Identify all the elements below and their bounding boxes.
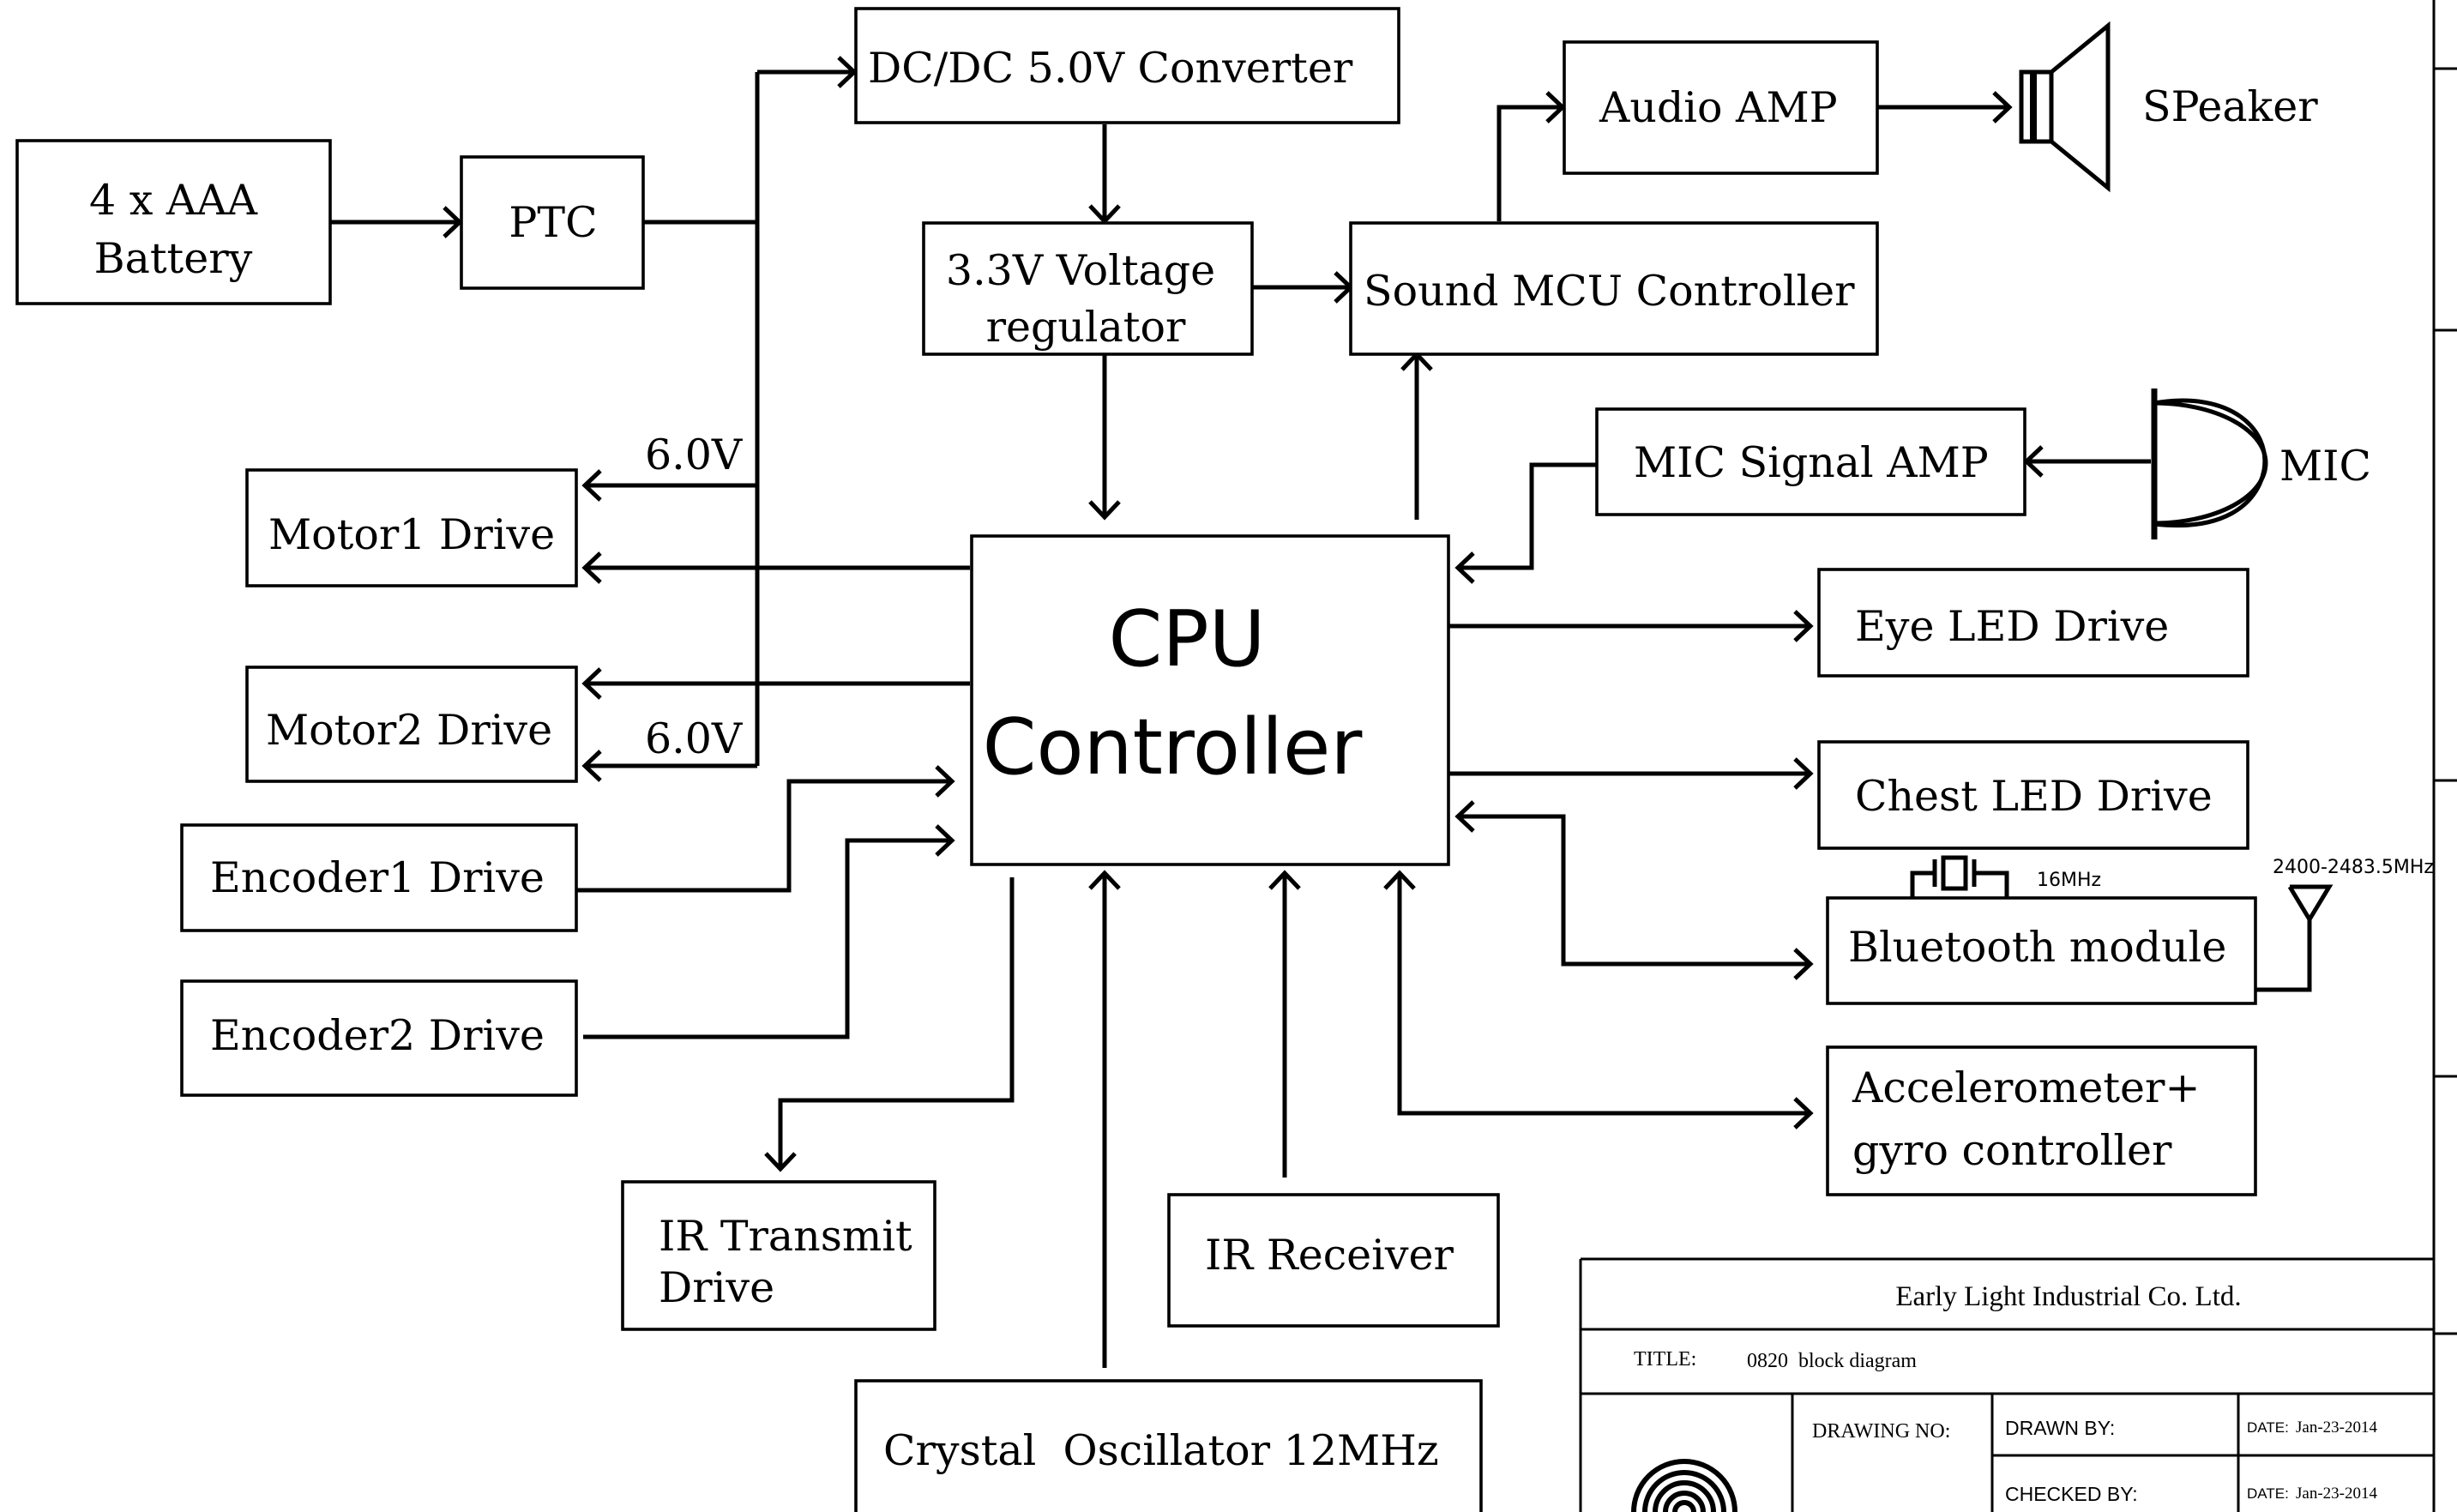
arrow-head-motor1-bus — [581, 469, 602, 502]
title-label: TITLE: — [1634, 1348, 1696, 1370]
arrow-head-cpu-mic — [1454, 551, 1475, 584]
arrow-head-chestled — [1793, 757, 1814, 790]
wire-encoder2-cpu — [583, 838, 952, 1039]
ptc-label: PTC — [509, 198, 597, 247]
arrow-head-bluetooth — [1793, 948, 1814, 980]
battery-label-line1: 4 x AAA — [89, 176, 258, 225]
regulator-label-line2: regulator — [986, 303, 1186, 352]
motor1-voltage-label: 6.0V — [645, 431, 744, 479]
motor2-label: Motor2 Drive — [266, 706, 552, 755]
block-chest-led-drive: Chest LED Drive — [1817, 740, 2249, 850]
arrow-head-regulator — [1088, 204, 1121, 225]
date-label-2: DATE: — [2247, 1485, 2289, 1502]
block-ptc: PTC — [460, 155, 645, 290]
encoder1-label: Encoder1 Drive — [210, 853, 545, 902]
microphone-icon — [2151, 389, 2268, 539]
wire-sound-audioamp — [1496, 105, 1563, 221]
arrow-head-speaker — [1992, 91, 2013, 123]
arrow-head-cpu-accel — [1383, 870, 1416, 890]
speaker-label: SPeaker — [2142, 82, 2318, 131]
arrow-head-cpu-bt — [1454, 800, 1475, 833]
company-logo — [1631, 1459, 1737, 1512]
arrow-head-cpu-enc2 — [935, 824, 955, 857]
checked-by-label: CHECKED BY: — [2005, 1483, 2138, 1505]
arrow-head-cpu-irrx — [1268, 870, 1301, 890]
arrow-head-audioamp — [1545, 91, 1566, 123]
motor1-label: Motor1 Drive — [268, 510, 555, 559]
arrow-head-cpu-crystal — [1088, 870, 1121, 890]
date-value-1: Jan-23-2014 — [2296, 1419, 2377, 1437]
wire-micamp-cpu — [1458, 462, 1597, 570]
block-cpu-controller: CPU Controller — [970, 534, 1450, 866]
wire-cpu-irtx — [778, 877, 1015, 1169]
regulator-label-line1: 3.3V Voltage — [946, 246, 1215, 295]
block-battery: 4 x AAA Battery — [15, 139, 332, 305]
block-accelerometer-gyro: Accelerometer+ gyro controller — [1826, 1045, 2257, 1196]
speaker-icon — [2019, 21, 2111, 193]
block-bluetooth-module: Bluetooth module — [1826, 896, 2257, 1005]
block-ir-transmit-drive: IR Transmit Drive — [621, 1180, 936, 1331]
block-motor2-drive: Motor2 Drive — [245, 666, 578, 783]
block-dcdc-converter: DC/DC 5.0V Converter — [854, 7, 1400, 124]
cpu-label-line2: Controller — [983, 702, 1363, 792]
cpu-label-line1: CPU — [1109, 594, 1266, 684]
crystal-label: Crystal Oscillator 12MHz — [883, 1426, 1439, 1475]
bluetooth-crystal-freq: 16MHz — [2037, 870, 2101, 891]
block-eye-led-drive: Eye LED Drive — [1817, 568, 2249, 678]
antenna-icon — [2287, 884, 2334, 924]
mic-label: MIC — [2279, 442, 2371, 491]
date-label-1: DATE: — [2247, 1419, 2289, 1436]
title-block: Early Light Industrial Co. Ltd. TITLE: 0… — [1579, 1257, 2434, 1512]
block-sound-mcu: Sound MCU Controller — [1349, 221, 1879, 356]
wires — [330, 69, 2312, 1368]
drawn-by-label: DRAWN BY: — [2005, 1417, 2115, 1439]
arrow-head-cpu-top — [1088, 500, 1121, 521]
ir-rx-label: IR Receiver — [1205, 1231, 1454, 1280]
arrow-head-ptc — [443, 206, 463, 238]
ir-tx-label-line2: Drive — [659, 1263, 774, 1312]
dcdc-label: DC/DC 5.0V Converter — [868, 44, 1353, 93]
bluetooth-label: Bluetooth module — [1848, 923, 2226, 972]
block-audio-amp: Audio AMP — [1563, 40, 1879, 175]
date-value-2: Jan-23-2014 — [2296, 1485, 2377, 1503]
block-motor1-drive: Motor1 Drive — [245, 468, 578, 587]
mic-amp-label: MIC Signal AMP — [1634, 438, 1989, 487]
arrow-head-cpu-enc1 — [935, 765, 955, 798]
accel-label-line1: Accelerometer+ — [1852, 1063, 2201, 1112]
arrow-head-dcdc — [837, 56, 858, 88]
chest-led-label: Chest LED Drive — [1855, 772, 2213, 821]
wire-bluetooth-antenna — [2255, 919, 2312, 992]
arrow-head-irtx — [764, 1152, 797, 1172]
battery-label-line2: Battery — [94, 234, 253, 283]
arrow-head-eyeled — [1793, 610, 1814, 642]
eye-led-label: Eye LED Drive — [1855, 602, 2169, 651]
arrow-head-motor1 — [581, 551, 602, 584]
antenna-band-label: 2400-2483.5MHz — [2273, 857, 2434, 878]
block-crystal-oscillator: Crystal Oscillator 12MHz — [854, 1379, 1483, 1512]
bluetooth-crystal-icon — [1910, 855, 2009, 898]
motor2-voltage-label: 6.0V — [645, 714, 744, 763]
wire-encoder1-cpu — [577, 779, 952, 893]
block-mic-amp: MIC Signal AMP — [1595, 407, 2026, 516]
ir-tx-label-line1: IR Transmit — [659, 1212, 912, 1261]
block-encoder2-drive: Encoder2 Drive — [180, 979, 578, 1097]
arrow-head-motor2 — [581, 667, 602, 700]
block-ir-receiver: IR Receiver — [1167, 1193, 1500, 1328]
wire-cpu-bluetooth — [1458, 814, 1810, 967]
company-name: Early Light Industrial Co. Ltd. — [1895, 1281, 2241, 1312]
arrow-head-micamp — [2023, 445, 2044, 478]
arrow-heads — [443, 56, 2044, 1172]
accel-label-line2: gyro controller — [1852, 1126, 2172, 1175]
wire-cpu-accel — [1397, 873, 1810, 1116]
encoder2-label: Encoder2 Drive — [210, 1011, 545, 1060]
sound-mcu-label: Sound MCU Controller — [1364, 267, 1855, 316]
title-value: 0820 block diagram — [1747, 1350, 1917, 1372]
drawing-no-label: DRAWING NO: — [1812, 1420, 1950, 1443]
arrow-head-motor2-bus — [581, 750, 602, 782]
block-voltage-regulator: 3.3V Voltage regulator — [922, 221, 1254, 356]
audio-amp-label: Audio AMP — [1599, 83, 1838, 132]
block-encoder1-drive: Encoder1 Drive — [180, 823, 578, 932]
arrow-head-accel — [1793, 1097, 1814, 1129]
